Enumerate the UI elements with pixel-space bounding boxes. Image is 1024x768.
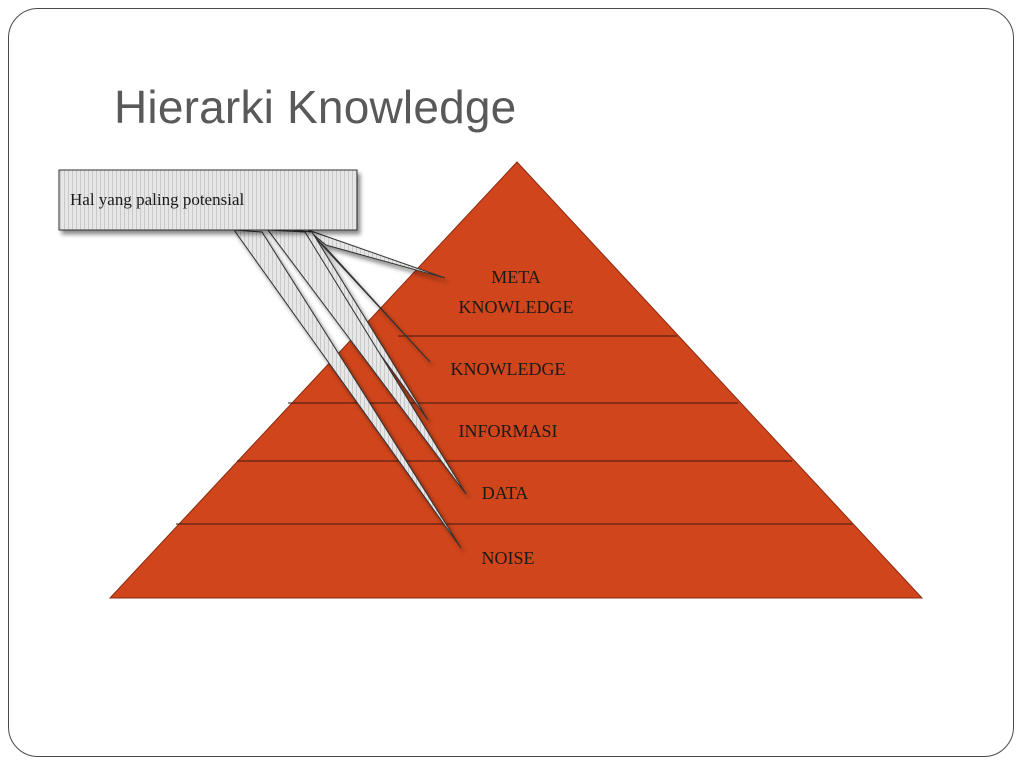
- level-label-meta: META: [491, 267, 541, 287]
- callout-pointer: [307, 229, 431, 363]
- callout-box: [58, 169, 358, 231]
- level-label-noise: NOISE: [482, 548, 535, 568]
- callout-pointer: [266, 229, 467, 495]
- level-label-data: DATA: [482, 483, 529, 503]
- slide-title: Hierarki Knowledge: [114, 81, 517, 133]
- callout-pointer: [307, 229, 446, 279]
- pyramid-shape: [108, 161, 924, 599]
- callout-text: Hal yang paling potensial: [70, 190, 244, 209]
- level-label-meta-knowledge: KNOWLEDGE: [459, 297, 574, 317]
- callout-pointers: [232, 229, 467, 549]
- level-label-informasi: INFORMASI: [458, 421, 557, 441]
- slide-frame: [8, 8, 1014, 757]
- level-label-knowledge: KNOWLEDGE: [451, 359, 566, 379]
- callout-pointer: [232, 229, 462, 549]
